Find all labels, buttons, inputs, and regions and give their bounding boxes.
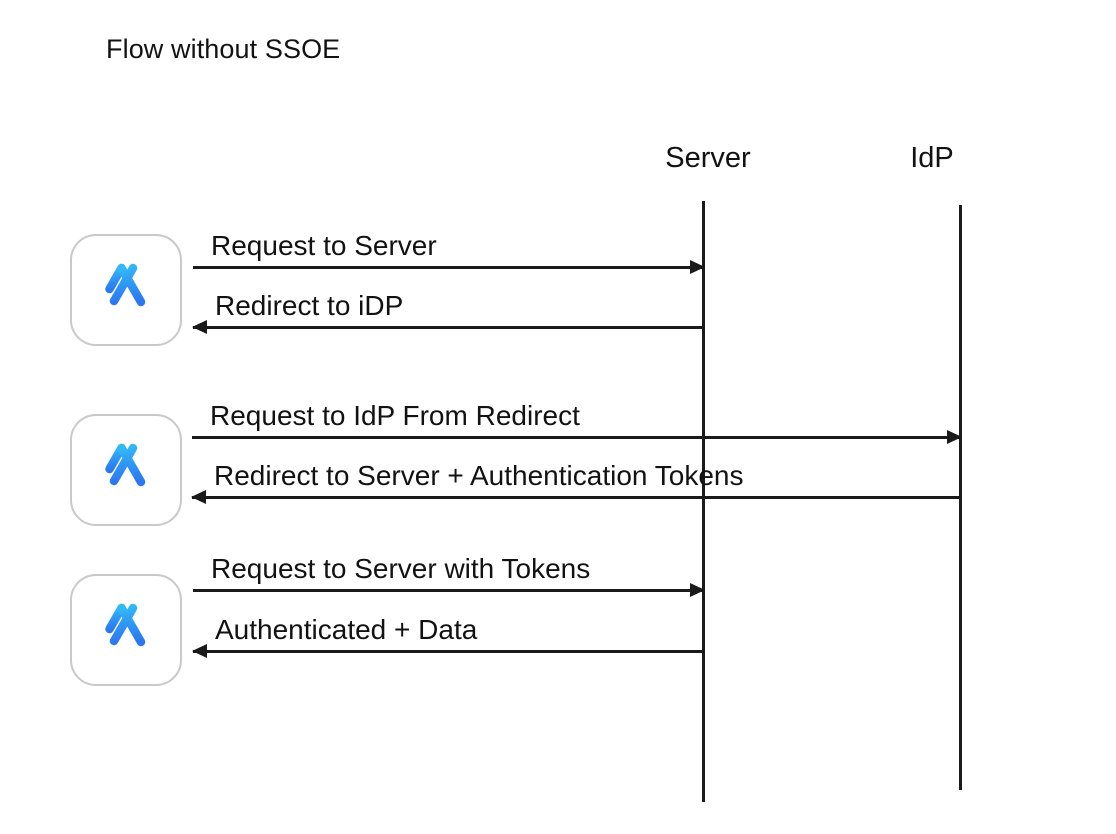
message-label-2: Redirect to iDP xyxy=(215,290,404,321)
message-label-5: Request to Server with Tokens xyxy=(211,553,591,584)
message-arrow-1: Request to Server xyxy=(193,230,705,274)
message-line-4 xyxy=(192,496,961,499)
page-title: Flow without SSOE xyxy=(106,34,341,64)
message-arrow-4: Redirect to Server + Authentication Toke… xyxy=(191,460,961,504)
message-label-6: Authenticated + Data xyxy=(215,614,478,645)
message-arrow-3: Request to IdP From Redirect xyxy=(192,400,962,444)
message-line-3 xyxy=(192,436,961,439)
app-store-icon xyxy=(84,428,168,512)
client-actor-1 xyxy=(70,234,182,346)
message-arrow-6: Authenticated + Data xyxy=(192,614,704,658)
message-label-3: Request to IdP From Redirect xyxy=(210,400,580,431)
message-label-1: Request to Server xyxy=(211,230,437,261)
arrow-head-right-icon xyxy=(690,583,705,597)
app-store-icon xyxy=(84,248,168,332)
message-arrow-5: Request to Server with Tokens xyxy=(193,553,705,597)
lifeline-label-server: Server xyxy=(665,142,751,174)
message-line-2 xyxy=(193,326,704,329)
arrow-head-right-icon xyxy=(947,430,962,444)
message-line-1 xyxy=(193,266,704,269)
message-label-4: Redirect to Server + Authentication Toke… xyxy=(214,460,744,491)
arrow-head-left-icon xyxy=(192,320,207,334)
lifeline-server xyxy=(702,201,705,802)
message-line-6 xyxy=(193,650,704,653)
arrow-head-left-icon xyxy=(191,490,206,504)
arrow-head-left-icon xyxy=(192,644,207,658)
message-line-5 xyxy=(193,589,704,592)
client-actor-3 xyxy=(70,574,182,686)
lifeline-label-idp: IdP xyxy=(910,142,954,174)
message-arrow-2: Redirect to iDP xyxy=(192,290,704,334)
client-actor-2 xyxy=(70,414,182,526)
app-store-icon xyxy=(84,588,168,672)
arrow-head-right-icon xyxy=(690,260,705,274)
